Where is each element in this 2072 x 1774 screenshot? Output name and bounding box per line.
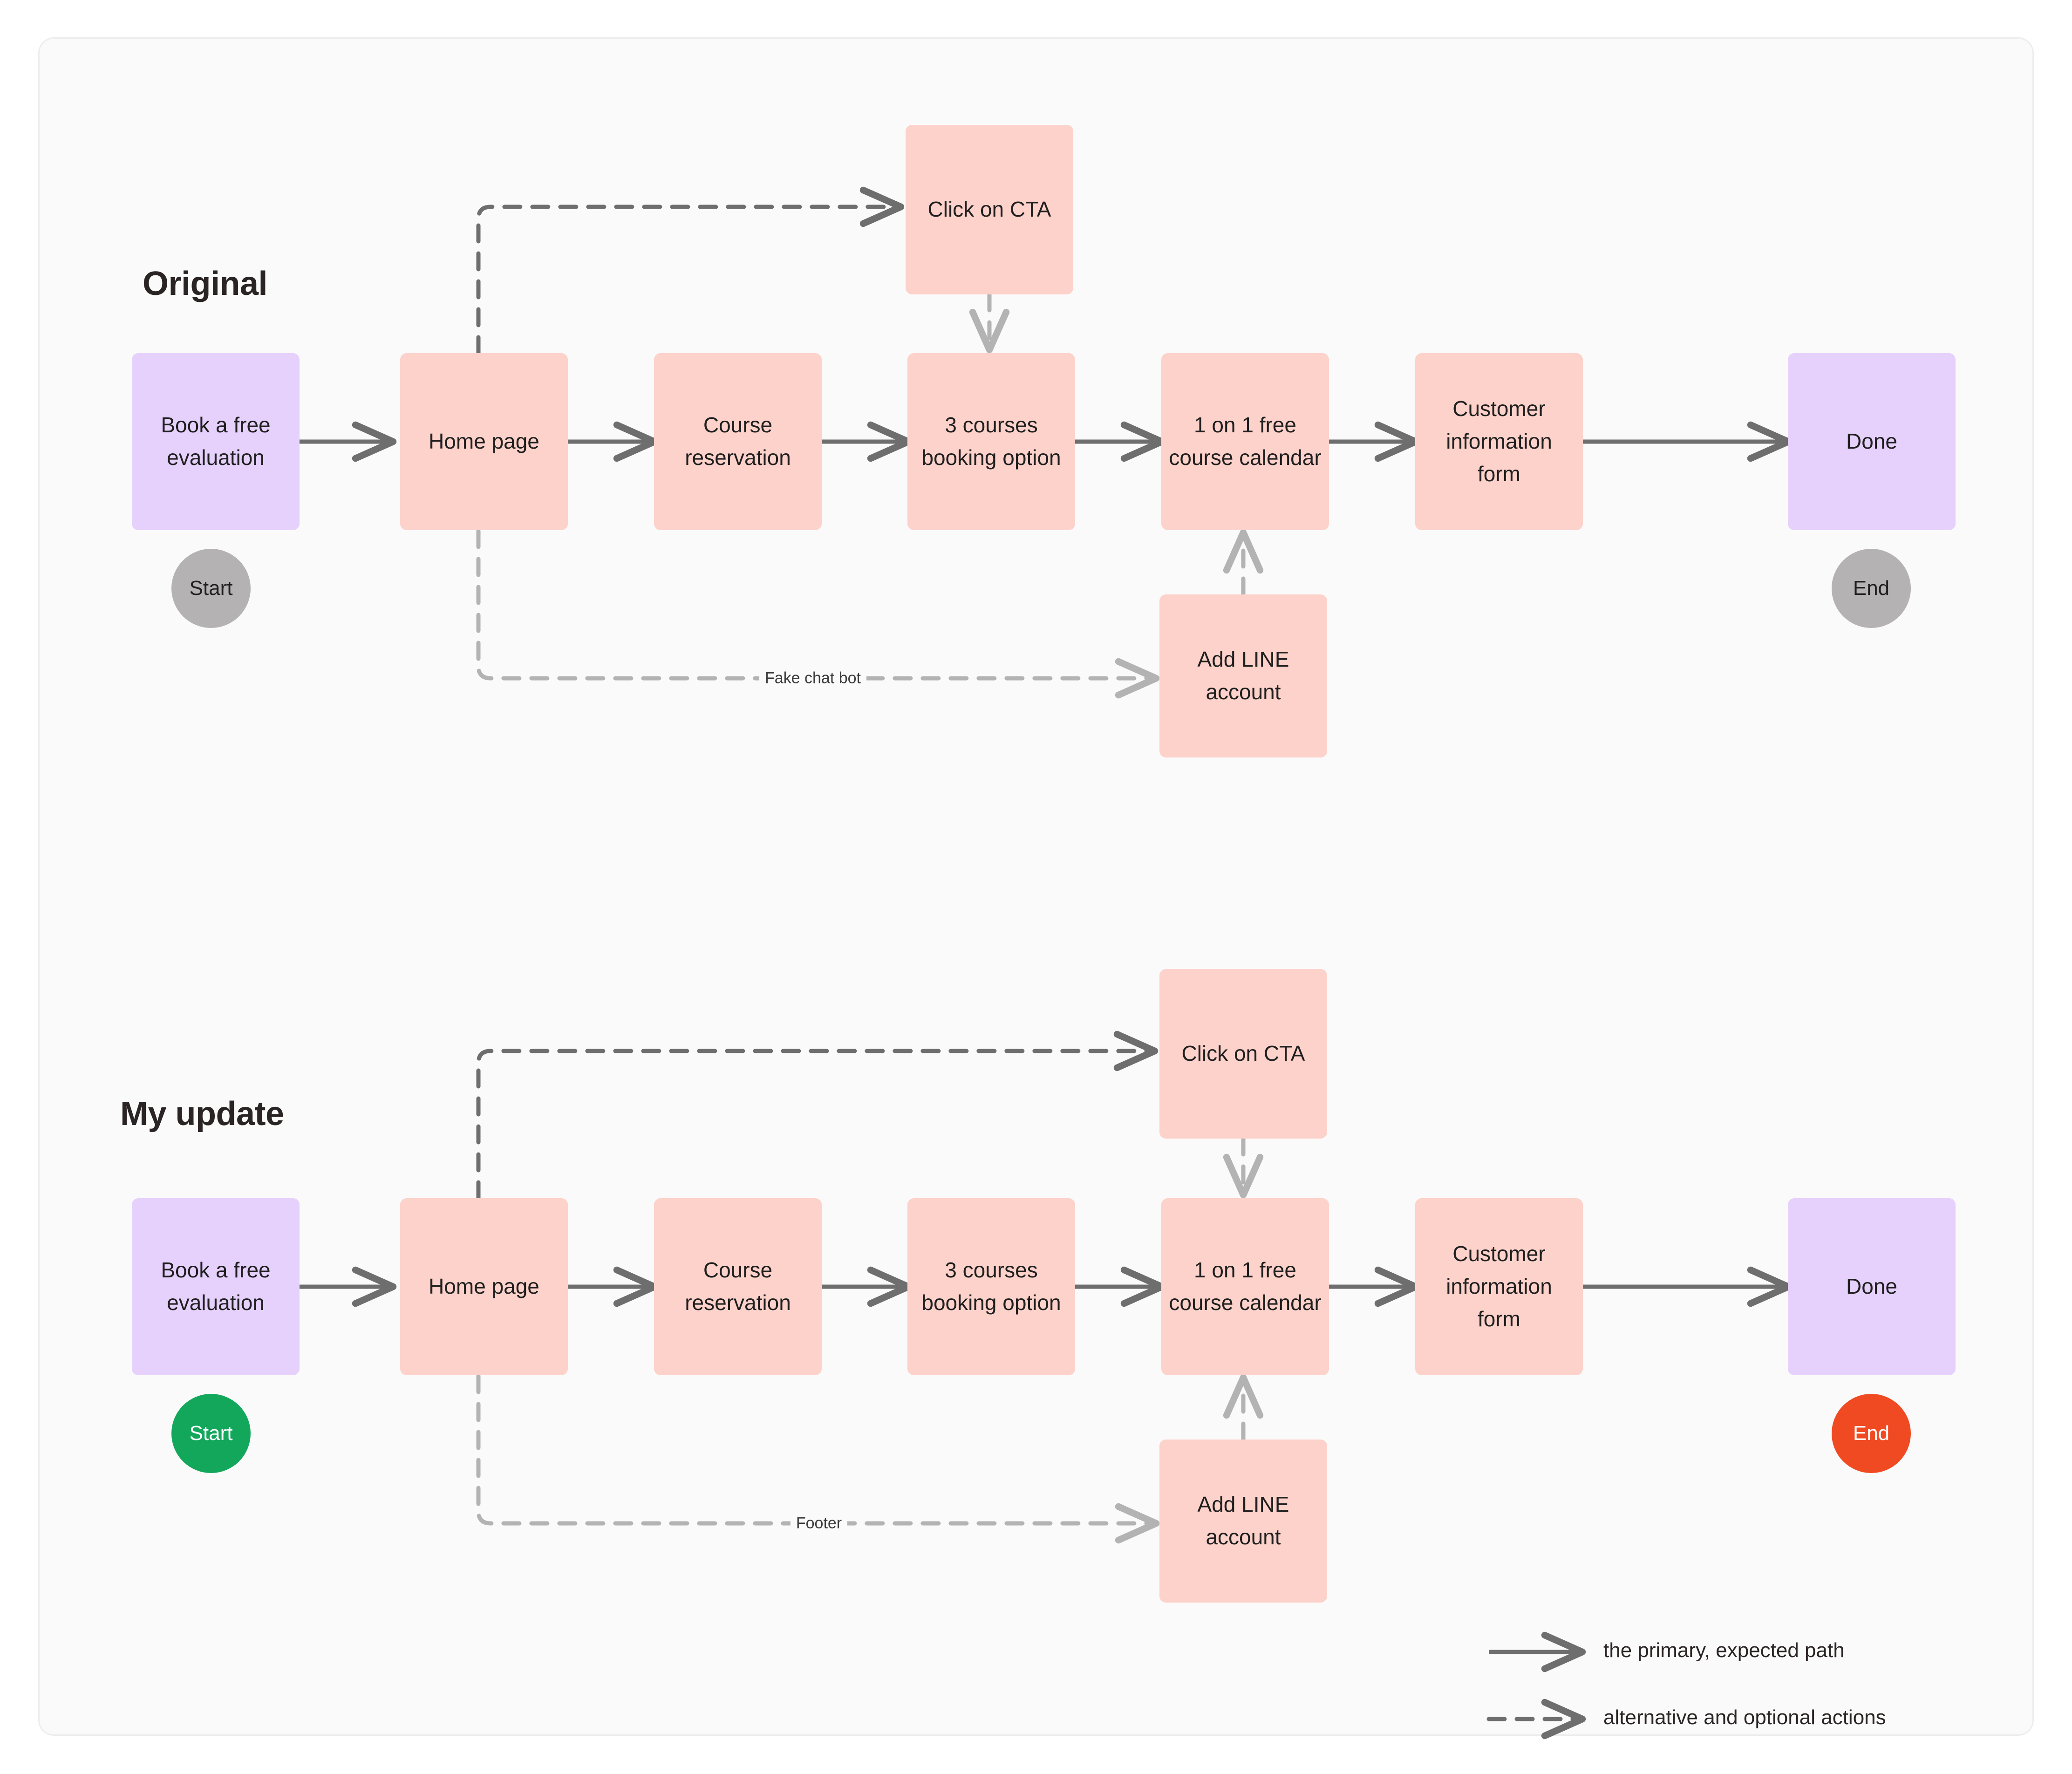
marker-label: Start	[189, 1422, 233, 1445]
legend-label: the primary, expected path	[1603, 1639, 1845, 1662]
node-book-a-free-evaluation-updated[interactable]: Book a free evaluation	[132, 1198, 300, 1375]
node-1-on-1-free-course-calendar-updated[interactable]: 1 on 1 free course calendar	[1161, 1198, 1329, 1375]
section-title-my-update: My update	[120, 1095, 284, 1133]
edge-label-fake-chat-bot: Fake chat bot	[759, 669, 867, 688]
node-click-on-cta[interactable]: Click on CTA	[906, 125, 1073, 294]
node-label: 1 on 1 free course calendar	[1169, 1258, 1322, 1315]
node-label: Home page	[429, 429, 539, 454]
legend-label: alternative and optional actions	[1603, 1706, 1886, 1729]
marker-start-updated: Start	[171, 1394, 251, 1473]
node-label: Book a free evaluation	[161, 413, 271, 470]
node-1-on-1-free-course-calendar[interactable]: 1 on 1 free course calendar	[1161, 353, 1329, 530]
node-label: Course reservation	[685, 1258, 791, 1315]
node-customer-information-form[interactable]: Customer information form	[1415, 353, 1583, 530]
node-add-line-account-updated[interactable]: Add LINE account	[1159, 1440, 1327, 1603]
node-3-courses-booking-option[interactable]: 3 courses booking option	[907, 353, 1075, 530]
node-home-page-updated[interactable]: Home page	[400, 1198, 568, 1375]
node-label: Done	[1846, 429, 1897, 454]
legend-item-alternative-actions: alternative and optional actions	[1603, 1706, 1886, 1729]
marker-label: End	[1853, 577, 1890, 600]
node-customer-information-form-updated[interactable]: Customer information form	[1415, 1198, 1583, 1375]
marker-label: Start	[189, 577, 233, 600]
marker-label: End	[1853, 1422, 1890, 1445]
marker-end: End	[1832, 549, 1911, 628]
edge-label-footer: Footer	[790, 1514, 848, 1533]
legend-item-primary-path: the primary, expected path	[1603, 1639, 1845, 1662]
node-label: Click on CTA	[927, 197, 1051, 222]
node-label: 1 on 1 free course calendar	[1169, 413, 1322, 470]
node-label: Customer information form	[1446, 396, 1552, 486]
node-add-line-account[interactable]: Add LINE account	[1159, 594, 1327, 757]
node-course-reservation[interactable]: Course reservation	[654, 353, 822, 530]
node-label: Add LINE account	[1197, 647, 1289, 704]
node-label: Add LINE account	[1197, 1492, 1289, 1549]
node-label: Home page	[429, 1274, 539, 1299]
node-label: 3 courses booking option	[921, 413, 1061, 470]
node-label: Course reservation	[685, 413, 791, 470]
node-course-reservation-updated[interactable]: Course reservation	[654, 1198, 822, 1375]
marker-start: Start	[171, 549, 251, 628]
node-label: Customer information form	[1446, 1242, 1552, 1331]
node-label: 3 courses booking option	[921, 1258, 1061, 1315]
node-label: Click on CTA	[1181, 1041, 1305, 1066]
node-done-updated[interactable]: Done	[1788, 1198, 1956, 1375]
node-book-a-free-evaluation[interactable]: Book a free evaluation	[132, 353, 300, 530]
node-3-courses-booking-option-updated[interactable]: 3 courses booking option	[907, 1198, 1075, 1375]
marker-end-updated: End	[1832, 1394, 1911, 1473]
node-label: Book a free evaluation	[161, 1258, 271, 1315]
node-home-page[interactable]: Home page	[400, 353, 568, 530]
node-click-on-cta-updated[interactable]: Click on CTA	[1159, 969, 1327, 1139]
section-title-original: Original	[143, 265, 268, 302]
node-label: Done	[1846, 1274, 1897, 1299]
node-done[interactable]: Done	[1788, 353, 1956, 530]
